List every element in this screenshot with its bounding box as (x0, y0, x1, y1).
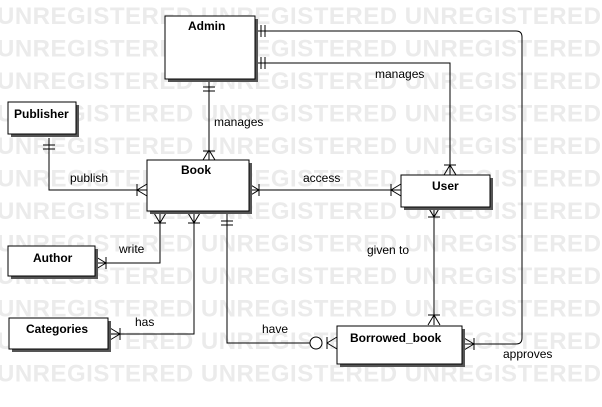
publisher-one-mark (43, 144, 55, 150)
book-box (146, 159, 250, 212)
borrowed-zero-mark (309, 336, 323, 350)
watermark-row: UNREGISTERED UNREGISTERED UNREGISTERED U… (0, 361, 602, 388)
admin-one-mark-3 (260, 25, 266, 37)
author-label: Author (33, 251, 73, 265)
admin-one-mark-2 (260, 57, 266, 69)
publisher-label: Publisher (14, 107, 69, 121)
label-admin-user: manages (375, 67, 424, 81)
label-admin-borrowed: approves (503, 347, 552, 361)
watermark-layer: UNREGISTERED UNREGISTERED UNREGISTERED U… (0, 3, 602, 388)
watermark-row: UNREGISTERED UNREGISTERED UNREGISTERED U… (0, 166, 602, 193)
admin-box (164, 15, 256, 80)
entity-borrowed-book[interactable]: Borrowed_book (336, 325, 465, 367)
relationship-lines (43, 25, 523, 351)
label-admin-book: manages (214, 115, 263, 129)
user-label: User (432, 179, 459, 193)
label-user-borrowed: given to (367, 243, 409, 257)
publisher-book-line (48, 138, 147, 191)
book-many-mark-2 (136, 183, 148, 197)
admin-user-line (254, 62, 451, 175)
relationship-labels: manages manages publish access write giv… (70, 67, 552, 361)
borrowed-many-mark-3 (326, 336, 338, 350)
label-publisher-book: publish (70, 171, 108, 185)
publisher-box (7, 101, 77, 135)
categories-many-mark (109, 327, 121, 341)
admin-one-mark (203, 86, 215, 92)
user-box (400, 174, 491, 208)
label-author-book: write (118, 242, 145, 256)
book-many-mark-4 (153, 212, 167, 224)
entity-categories[interactable]: Categories (8, 317, 111, 352)
entity-publisher[interactable]: Publisher (7, 101, 79, 137)
categories-book-line (110, 213, 195, 335)
author-box (7, 245, 96, 277)
entity-author[interactable]: Author (7, 245, 98, 279)
watermark-row: UNREGISTERED UNREGISTERED UNREGISTERED U… (0, 68, 602, 95)
watermark-row: UNREGISTERED UNREGISTERED UNREGISTERED U… (0, 198, 602, 225)
borrowed-book-box (336, 325, 463, 365)
watermark-row: UNREGISTERED UNREGISTERED UNREGISTERED U… (0, 36, 602, 63)
admin-label: Admin (188, 19, 225, 33)
book-borrowed-line (226, 213, 311, 344)
author-book-line (96, 213, 161, 264)
borrowed-many-mark-2 (427, 314, 441, 326)
entity-user[interactable]: User (400, 174, 493, 210)
watermark-row: UNREGISTERED UNREGISTERED UNREGISTERED U… (0, 231, 602, 258)
entity-book[interactable]: Book (146, 159, 252, 214)
book-many-mark (202, 149, 216, 161)
watermark-row: UNREGISTERED UNREGISTERED UNREGISTERED U… (0, 3, 602, 30)
borrowed-many-mark (463, 337, 475, 351)
book-label: Book (181, 163, 211, 177)
categories-box (8, 317, 109, 350)
label-book-user: access (303, 171, 340, 185)
admin-borrowed-line (254, 30, 523, 345)
book-one-mark (221, 220, 233, 226)
entity-admin[interactable]: Admin (164, 15, 258, 82)
borrowed-book-label: Borrowed_book (350, 331, 442, 345)
label-book-borrowed: have (262, 322, 288, 336)
watermark-row: UNREGISTERED UNREGISTERED UNREGISTERED U… (0, 263, 602, 290)
user-many-mark (443, 164, 457, 176)
label-categories-book: has (135, 315, 154, 329)
book-many-mark-5 (187, 212, 201, 224)
watermark-row: UNREGISTERED UNREGISTERED UNREGISTERED U… (0, 133, 602, 160)
watermark-row: UNREGISTERED UNREGISTERED UNREGISTERED U… (0, 101, 602, 128)
user-many-mark-2 (390, 183, 402, 197)
categories-label: Categories (26, 322, 88, 336)
